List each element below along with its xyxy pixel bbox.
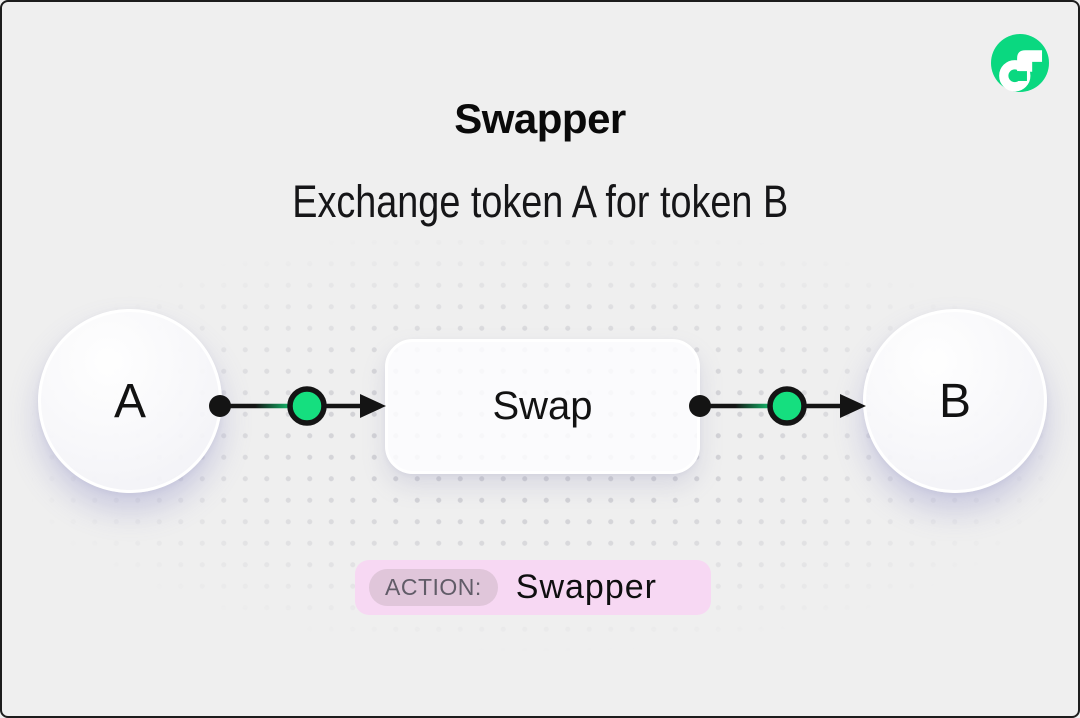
arrowhead-icon — [360, 394, 386, 418]
page-title: Swapper — [454, 95, 626, 143]
node-swap-label: Swap — [492, 384, 593, 428]
action-badge: ACTION: Swapper — [355, 560, 711, 615]
flow-logo-svg — [991, 34, 1049, 92]
flow-logo-icon — [991, 34, 1049, 92]
edge-midpoint-dot — [767, 386, 807, 426]
edge-swap-to-b — [689, 386, 866, 426]
node-token-b: B — [863, 309, 1047, 493]
edge-a-to-swap — [209, 386, 386, 426]
action-badge-label: ACTION: — [369, 569, 498, 606]
node-swap: Swap — [385, 339, 700, 474]
node-token-a: A — [38, 309, 222, 493]
node-token-a-label: A — [113, 374, 146, 428]
action-badge-value: Swapper — [515, 568, 657, 606]
page-subtitle: Exchange token A for token B — [2, 176, 1078, 228]
page-subtitle-text: Exchange token A for token B — [292, 176, 788, 227]
node-token-b-label: B — [938, 374, 971, 428]
edge-midpoint-dot — [287, 386, 327, 426]
